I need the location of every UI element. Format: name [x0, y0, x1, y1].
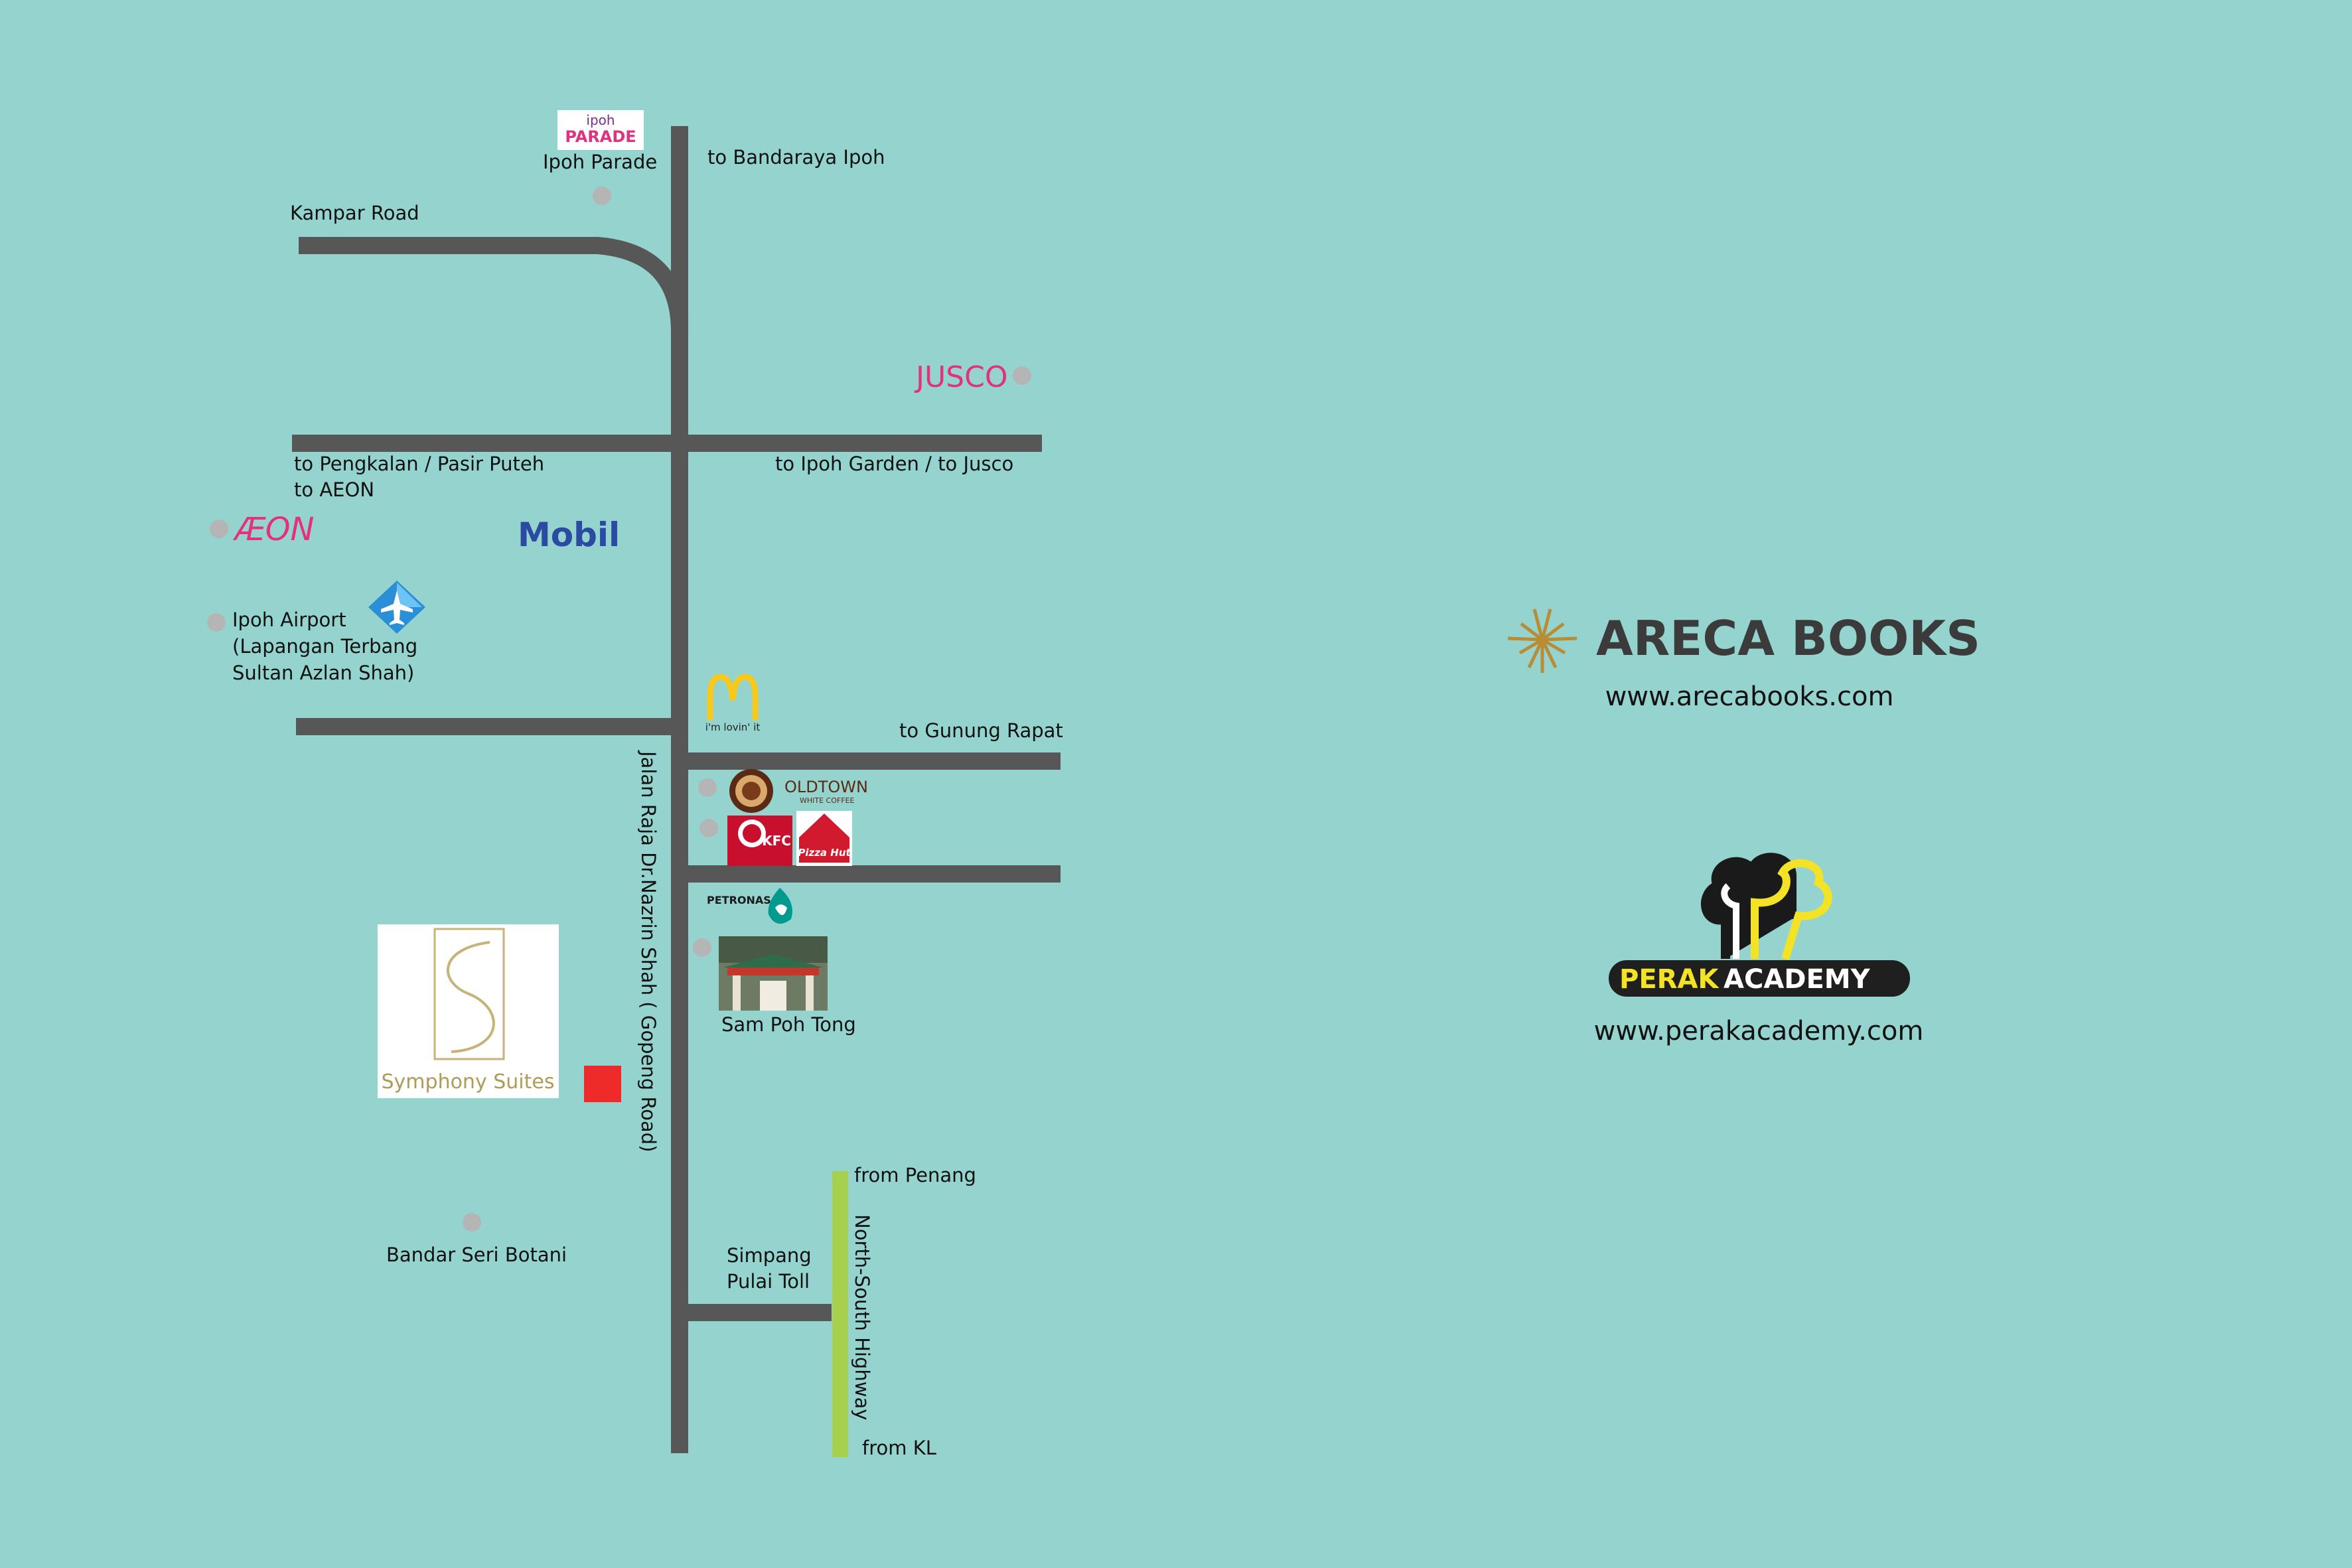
sam-poh-tong-label: Sam Poh Tong: [721, 1013, 856, 1036]
areca-books-branding: ARECA BOOKS www.arecabooks.com: [1507, 608, 1980, 712]
ipoh-parade-logo-main: PARADE: [565, 127, 636, 146]
ipoh-garden-label: to Ipoh Garden / to Jusco: [775, 453, 1013, 475]
oldtown-dot[interactable]: [698, 778, 717, 797]
airport-label-line2: (Lapangan Terbang: [232, 635, 417, 658]
petronas-logo-text: PETRONAS: [707, 894, 771, 906]
perak-academy-name-part1: PERAK: [1619, 964, 1720, 995]
aeon-dot[interactable]: [210, 520, 228, 538]
areca-books-name: ARECA BOOKS: [1596, 610, 1980, 666]
to-bandaraya-label: to Bandaraya Ipoh: [707, 146, 885, 169]
kampar-road: [299, 237, 688, 332]
symphony-suites-logo-text: Symphony Suites: [382, 1070, 555, 1094]
kfc-logo: KFC: [727, 816, 792, 866]
kfc-dot[interactable]: [699, 819, 718, 837]
airport-label-line3: Sultan Azlan Shah): [232, 662, 414, 684]
destination-marker[interactable]: [584, 1066, 621, 1102]
from-penang-label: from Penang: [854, 1164, 976, 1186]
mcdonalds-tagline: i'm lovin' it: [705, 721, 761, 733]
toll-label-line1: Simpang: [727, 1244, 812, 1267]
petronas-logo: PETRONAS: [707, 888, 792, 924]
perak-academy-branding: PERAK ACADEMY www.perakacademy.com: [1594, 853, 1924, 1046]
airport-dot[interactable]: [207, 613, 226, 632]
highway-label: North-South Highway: [851, 1214, 873, 1420]
airport-icon: [368, 581, 425, 634]
gunung-rapat-label: to Gunung Rapat: [899, 719, 1063, 742]
main-road-label: Jalan Raja Dr.Nazrin Shah ( Gopeng Road): [637, 750, 660, 1152]
kfc-logo-text: KFC: [762, 833, 791, 849]
mcdonalds-logo: i'm lovin' it: [705, 674, 761, 733]
pengkalan-label-line1: to Pengkalan / Pasir Puteh: [294, 453, 544, 475]
ipoh-parade-dot[interactable]: [593, 186, 611, 205]
mcdonalds-arches-icon: [707, 674, 759, 720]
ipoh-parade-logo-top: ipoh: [586, 112, 615, 128]
pizza-hut-logo: Pizza Hut: [796, 811, 852, 866]
ipoh-parade-label: Ipoh Parade: [543, 151, 657, 173]
pengkalan-label-line2: to AEON: [294, 478, 374, 501]
areca-books-url[interactable]: www.arecabooks.com: [1605, 681, 1894, 712]
bandar-seri-botani-dot[interactable]: [463, 1213, 481, 1232]
bandar-seri-botani-label: Bandar Seri Botani: [386, 1244, 567, 1266]
kampar-road-label: Kampar Road: [290, 202, 419, 224]
mobil-logo: Mobil: [518, 516, 620, 554]
areca-palm-icon: [1507, 608, 1578, 673]
from-kl-label: from KL: [862, 1437, 936, 1459]
jusco-logo: JUSCO: [914, 360, 1007, 394]
oldtown-logo: OLDTOWN WHITE COFFEE: [729, 769, 868, 813]
oldtown-logo-text: OLDTOWN: [784, 778, 868, 796]
ipoh-parade-logo: ipoh PARADE: [557, 110, 644, 150]
oldtown-logo-subtext: WHITE COFFEE: [800, 796, 855, 805]
perak-academy-url[interactable]: www.perakacademy.com: [1594, 1016, 1924, 1046]
poi-dots: [207, 186, 1031, 1232]
perak-tree-icon: [1701, 853, 1832, 960]
aeon-logo: ÆON: [232, 511, 314, 548]
toll-label-line2: Pulai Toll: [727, 1270, 810, 1293]
sam-poh-tong-dot[interactable]: [693, 938, 711, 957]
sam-poh-tong-photo: [719, 936, 828, 1011]
road-network: [292, 126, 1061, 1453]
airport-label-line1: Ipoh Airport: [232, 608, 346, 631]
jusco-dot[interactable]: [1013, 366, 1031, 385]
pizza-hut-logo-text: Pizza Hut: [798, 847, 851, 859]
perak-academy-name-part2: ACADEMY: [1724, 964, 1871, 995]
symphony-suites-logo[interactable]: Symphony Suites: [378, 924, 559, 1098]
